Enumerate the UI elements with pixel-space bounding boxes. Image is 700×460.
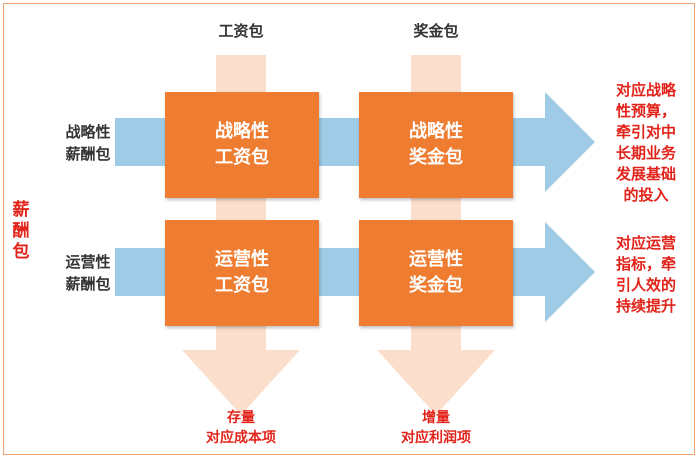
box-operational-salary: 运营性 工资包	[165, 220, 319, 326]
column-header-salary: 工资包	[218, 22, 264, 40]
box-operational-bonus: 运营性 奖金包	[359, 220, 513, 326]
box-strategic-bonus-text: 战略性 奖金包	[409, 121, 463, 168]
strategic-right-arrow	[115, 92, 595, 192]
side-label-compensation-package: 薪酬包	[12, 200, 30, 262]
diagram-frame	[3, 3, 695, 455]
row-label-operational: 运营性 薪酬包	[65, 253, 111, 293]
box-strategic-bonus: 战略性 奖金包	[359, 92, 513, 198]
box-operational-salary-text: 运营性 工资包	[215, 249, 269, 296]
bottom-label-bonus: 增量 对应利润项	[401, 410, 471, 446]
operational-right-arrow	[115, 222, 595, 322]
box-strategic-salary: 战略性 工资包	[165, 92, 319, 198]
outcome-operational: 对应运营 指标，牵 引人效的 持续提升	[615, 234, 676, 315]
box-operational-bonus-text: 运营性 奖金包	[409, 249, 463, 296]
bottom-label-salary: 存量 对应成本项	[206, 410, 276, 446]
column-header-bonus: 奖金包	[413, 22, 459, 40]
outcome-strategic: 对应战略 性预算， 牵引对中 长期业务 发展基础 的投入	[615, 81, 676, 204]
row-label-strategic: 战略性 薪酬包	[65, 123, 111, 163]
box-strategic-salary-text: 战略性 工资包	[215, 121, 269, 168]
